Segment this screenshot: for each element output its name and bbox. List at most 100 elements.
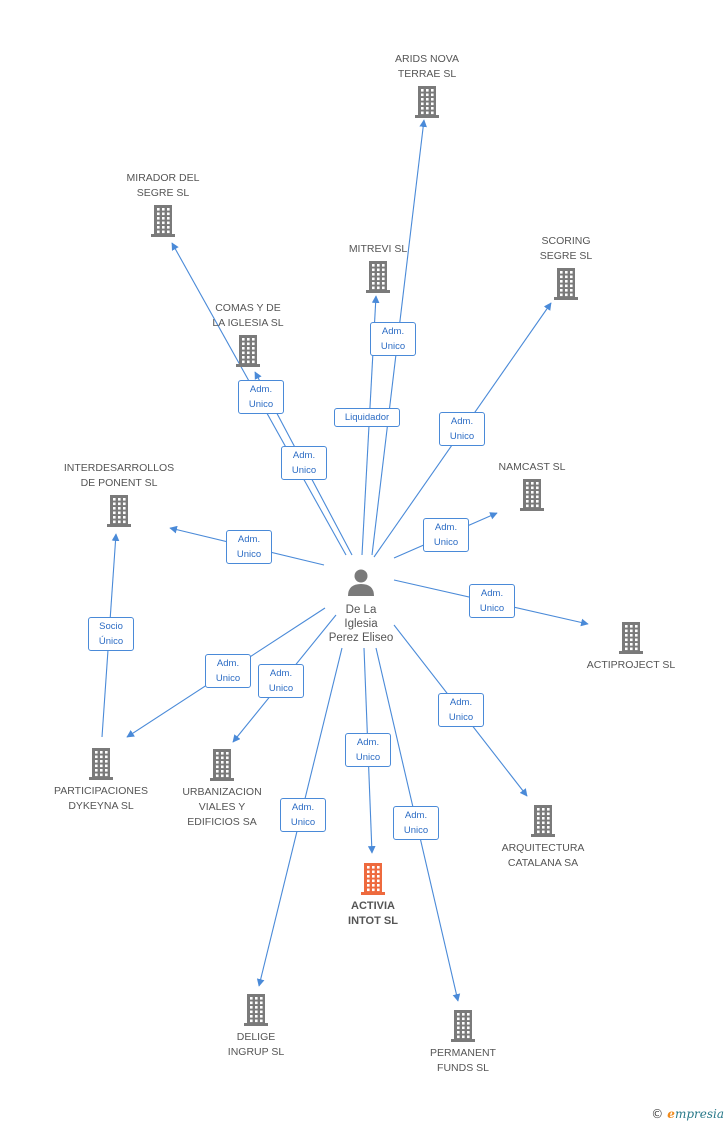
company-label-line: DELIGE [236,1031,276,1043]
company-label-line: NAMCAST SL [498,461,566,473]
edge-label-text: Socio [99,621,123,632]
company-label-line: EDIFICIOS SA [187,816,257,828]
edge-label-text: Adm. [291,802,315,813]
company-label-line: PERMANENT [430,1047,496,1059]
edge-label-text: Unico [448,712,474,723]
company-label-line: INGRUP SL [227,1046,285,1058]
edge-label-urbanizacion[interactable]: Adm. Unico [258,664,304,698]
building-icon[interactable] [361,863,385,895]
edge-label-permanent[interactable]: Adm. Unico [393,806,439,840]
company-label-arids[interactable]: ARIDS NOVA TERRAE SL [352,52,502,82]
company-label-line: COMAS Y DE [215,302,281,314]
edge-label-text: Unico [291,465,317,476]
edge-label-arquitectura[interactable]: Adm. Unico [438,693,484,727]
person-label-line: Perez Eliseo [328,632,394,644]
building-icon[interactable] [151,205,175,237]
building-icon[interactable] [531,805,555,837]
company-label-line: LA IGLESIA SL [212,317,284,329]
building-icon[interactable] [619,622,643,654]
edge-label-scoring[interactable]: Adm.Unico [439,412,485,446]
edge-label-comas[interactable]: Adm.Unico [238,380,284,414]
company-label-arquitectura[interactable]: ARQUITECTURA CATALANA SA [468,841,618,871]
company-label-line: SEGRE SL [136,187,190,199]
edge-label-text: Adm. [249,384,273,395]
company-label-line: URBANIZACION [182,786,262,798]
building-icon[interactable] [107,495,131,527]
company-label-line: DYKEYNA SL [68,800,134,812]
edge-label-text: Unico [380,341,406,352]
person-label-line: De La [345,604,377,616]
edge-label-text: Adm. [404,810,428,821]
edge-label-text: Unico [290,817,316,828]
edge-label-text: Unico [403,825,429,836]
edge-label-text: Unico [449,431,475,442]
edge-label-mitrevi[interactable]: Liquidador [334,408,400,427]
company-label-line: DE PONENT SL [80,477,158,489]
edge-label-arids[interactable]: Adm. Unico [370,322,416,356]
edge-label-mirador[interactable]: Adm. Unico [281,446,327,480]
edge-label-text: Adm. [480,588,504,599]
edge-label-actiproject[interactable]: Adm. Unico [469,584,515,618]
building-icon[interactable] [210,749,234,781]
company-label-line: FUNDS SL [437,1062,489,1074]
building-icon[interactable] [244,994,268,1026]
edge-label-text: Unico [236,549,262,560]
edge-label-text: Adm. [381,326,405,337]
company-label-line: INTERDESARROLLOS [63,462,175,474]
edge-label-text: Unico [268,683,294,694]
building-icon[interactable] [415,86,439,118]
edge-label-text: Unico [479,603,505,614]
edge-label-text: Adm. [449,697,473,708]
person-label-line: Iglesia [344,618,378,630]
building-icon[interactable] [236,335,260,367]
company-label-permanent[interactable]: PERMANENT FUNDS SL [388,1046,538,1076]
edge-label-text: Adm. [292,450,316,461]
company-label-activia[interactable]: ACTIVIA INTOT SL [298,899,448,929]
edge-label-text: Unico [215,673,241,684]
company-label-line: INTOT SL [348,915,398,927]
building-icon[interactable] [89,748,113,780]
edge-label-text: Adm. [269,668,293,679]
edge-label-namcast[interactable]: Adm. Unico [423,518,469,552]
company-label-line: CATALANA SA [507,857,579,869]
empresia-logo[interactable]: ©empresia [651,1107,724,1121]
edge-label-text: Adm. [237,534,261,545]
company-label-line: SCORING [541,235,591,247]
building-icon[interactable] [520,479,544,511]
company-label-line: ACTIPROJECT SL [586,659,676,671]
company-label-line: TERRAE SL [397,68,457,80]
company-label-scoring[interactable]: SCORING SEGRE SL [491,234,641,264]
edge-label-text: Adm. [356,737,380,748]
edge-label-text: Unico [355,752,381,763]
company-label-interdes[interactable]: INTERDESARROLLOS DE PONENT SL [44,461,194,491]
edge-label-text: Adm. [216,658,240,669]
company-label-line: ARQUITECTURA [501,842,585,854]
building-icon[interactable] [554,268,578,300]
building-icon[interactable] [451,1010,475,1042]
company-label-line: ARIDS NOVA [395,53,459,65]
edge-label-interdes[interactable]: Adm. Unico [226,530,272,564]
company-label-participaciones[interactable]: PARTICIPACIONES DYKEYNA SL [26,784,176,814]
company-label-line: SEGRE SL [539,250,593,262]
company-label-namcast[interactable]: NAMCAST SL [457,460,607,475]
person-icon[interactable] [348,569,374,597]
company-label-comas[interactable]: COMAS Y DE LA IGLESIA SL [173,301,323,331]
building-icon[interactable] [366,261,390,293]
edge-label-participaciones[interactable]: Adm. Unico [205,654,251,688]
company-label-line: ACTIVIA [351,900,395,912]
company-label-line: PARTICIPACIONES [54,785,148,797]
edge-label-text: Adm. [434,522,458,533]
edge-label-activia[interactable]: Adm. Unico [345,733,391,767]
edge-label-text: Liquidador [344,412,390,423]
company-label-delige[interactable]: DELIGE INGRUP SL [181,1030,331,1060]
edge-label-text: Único [98,636,124,647]
edge-label-delige[interactable]: Adm. Unico [280,798,326,832]
company-label-actiproject[interactable]: ACTIPROJECT SL [556,658,706,673]
edge-label-text: Unico [433,537,459,548]
company-label-mitrevi[interactable]: MITREVI SL [303,242,453,257]
